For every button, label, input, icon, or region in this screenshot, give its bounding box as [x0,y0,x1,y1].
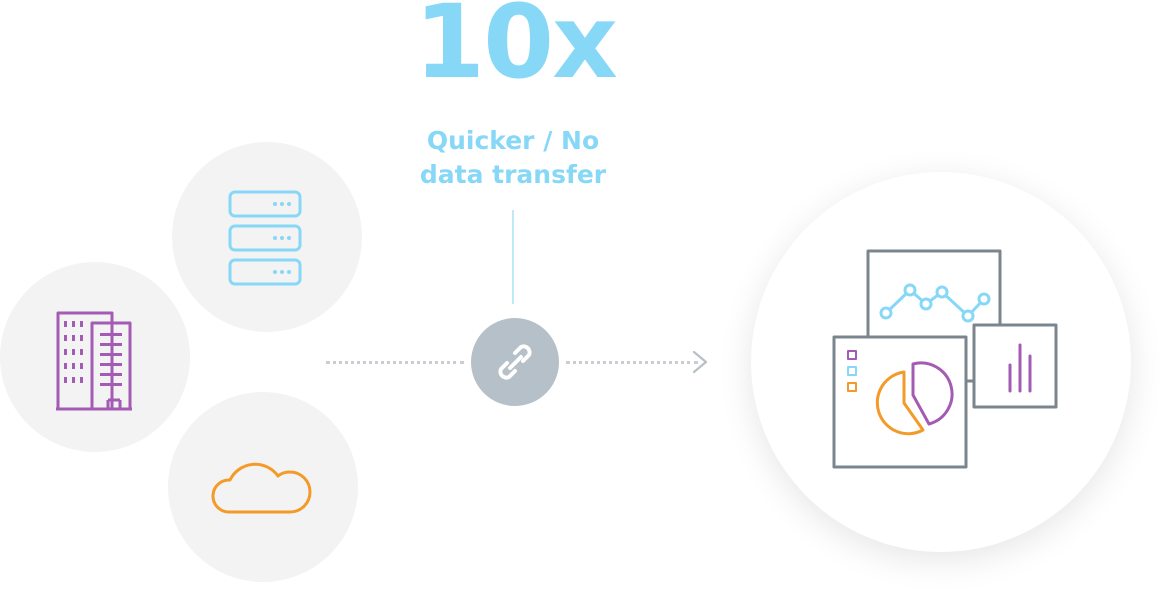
cloud-outline [211,462,312,514]
building-icon-svg [56,311,132,411]
pie-chart-major-slice [875,370,925,436]
cloud-source-circle [168,392,358,582]
building-icon [52,305,138,413]
server-rack-bottom [228,258,302,286]
speed-multiplier: 10x [414,0,618,102]
pie-chart-minor-slice [911,361,954,426]
server-rack-middle [228,224,302,252]
server-icon [222,188,308,288]
server-icon-svg [228,190,302,286]
dashboard-icon-svg [832,249,1058,469]
chevron-right-icon [690,350,710,374]
pie-chart-card [832,335,968,469]
link-icon-svg [498,344,532,380]
building-left-tower [56,311,114,409]
cloud-icon [208,446,318,520]
left-dotted-connector [326,361,464,364]
cloud-icon-svg [211,462,312,514]
building-door [106,398,122,409]
building-source-circle [0,262,190,452]
server-source-circle [172,142,362,332]
link-icon [492,339,538,385]
building-right-tower [90,321,132,409]
speed-caption-line: data transfer [419,160,607,189]
bar-chart-card [972,323,1058,409]
speed-caption: Quicker / No data transfer [400,124,626,192]
server-rack-top [228,190,302,218]
chevron-right-icon-svg [692,350,708,374]
vertical-connector-line [512,210,514,304]
dashboard-icon [826,245,1064,475]
right-dotted-connector [566,361,698,364]
speed-caption-line: Quicker / No [426,126,600,155]
